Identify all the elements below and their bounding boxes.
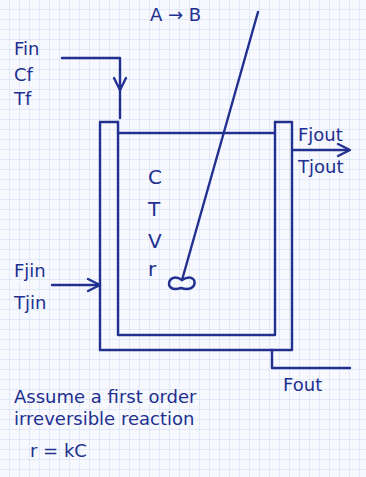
feed-pipe <box>62 58 120 118</box>
state-variable: r <box>148 257 156 281</box>
reactor-contents: CTVr <box>120 135 273 333</box>
reaction-title: A → B <box>150 4 201 26</box>
jacket-outlet-pipe <box>292 149 348 151</box>
rate-equation: r = kC <box>30 440 87 462</box>
stirrer-shaft <box>182 12 258 280</box>
jacket-inlet-pipe <box>52 284 100 286</box>
state-variable: V <box>148 229 162 253</box>
stream-label: Fout <box>283 374 322 396</box>
state-variable: C <box>148 165 162 189</box>
state-variable: T <box>148 197 160 221</box>
stream-label: Tjin <box>14 292 46 314</box>
jacket-outlet-arrow <box>338 144 350 156</box>
stream-label: Cf <box>14 64 33 86</box>
outlet-pipe <box>272 350 350 368</box>
stream-label: Tjout <box>298 156 343 178</box>
stream-label: Tf <box>14 88 31 110</box>
feed-arrow <box>114 78 126 90</box>
stream-label: Fjout <box>298 124 343 146</box>
stream-label: Fjin <box>14 260 46 282</box>
stream-label: Fin <box>14 38 39 60</box>
liquid-level <box>118 132 275 134</box>
jacket-inlet-arrow <box>88 279 100 291</box>
assumption-note: Assume a first order irreversible reacti… <box>14 386 264 429</box>
jacket-wall <box>100 122 292 350</box>
stirrer-impeller <box>169 278 195 289</box>
